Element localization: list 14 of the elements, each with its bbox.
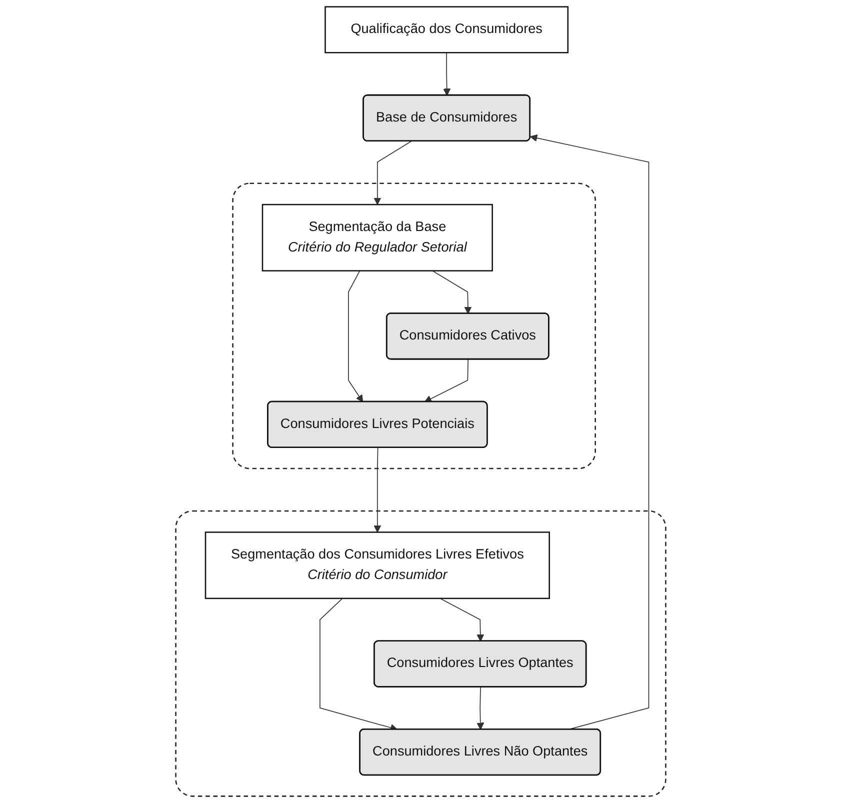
node-box: Segmentação da Base Critério do Regulador Setorial [262, 204, 493, 272]
arrow [373, 140, 412, 205]
node-box: Segmentação dos Consumidores Livres Efetivos Critério do Consumidor [204, 532, 550, 600]
arrow [424, 359, 468, 402]
arrow [373, 447, 381, 533]
node-box: Qualificação dos Consumidores [324, 6, 568, 54]
arrow [530, 134, 649, 730]
arrow [439, 598, 484, 642]
arrow [348, 270, 363, 402]
cluster [232, 182, 596, 470]
arrow [432, 270, 472, 314]
arrow [476, 686, 484, 730]
arrow [442, 52, 450, 96]
cluster [174, 510, 666, 797]
